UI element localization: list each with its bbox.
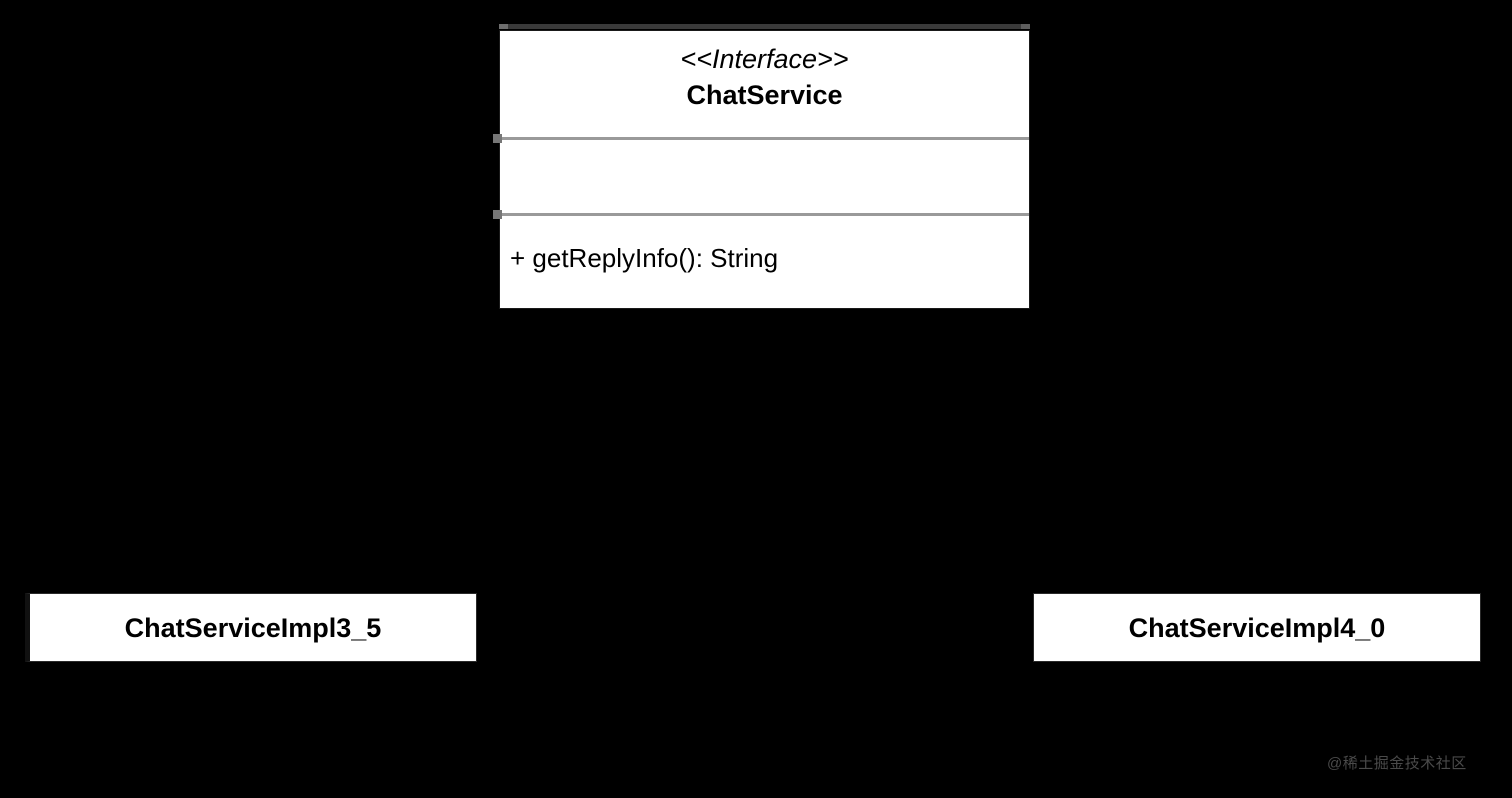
selection-handle-bar[interactable] [499,24,1030,29]
interface-operations-compartment[interactable]: + getReplyInfo(): String [500,216,1029,309]
uml-class-chatserviceimpl4-0[interactable]: ChatServiceImpl4_0 [1033,593,1481,662]
class-name-label: ChatServiceImpl3_5 [124,612,382,643]
resize-handle-top-left[interactable] [499,24,508,29]
resize-grip-left-upper[interactable] [493,134,502,143]
watermark-text: @稀土掘金技术社区 [1327,755,1467,772]
interface-attributes-compartment[interactable] [500,140,1029,213]
class-name-label: ChatServiceImpl4_0 [1128,612,1386,643]
interface-header-compartment: <<Interface>> ChatService [500,31,1029,137]
resize-grip-left-lower[interactable] [493,210,502,219]
interface-name-label: ChatService [686,80,843,110]
uml-interface-chatservice[interactable]: <<Interface>> ChatService + getReplyInfo… [493,30,1030,309]
resize-handle-top-right[interactable] [1021,24,1030,29]
compartment-divider-operations [493,210,1029,219]
uml-class-chatserviceimpl3-5[interactable]: ChatServiceImpl3_5 [25,593,477,662]
compartment-divider-attributes [493,134,1029,143]
operation-item[interactable]: + getReplyInfo(): String [510,243,779,273]
interface-stereotype-label: <<Interface>> [680,44,849,74]
